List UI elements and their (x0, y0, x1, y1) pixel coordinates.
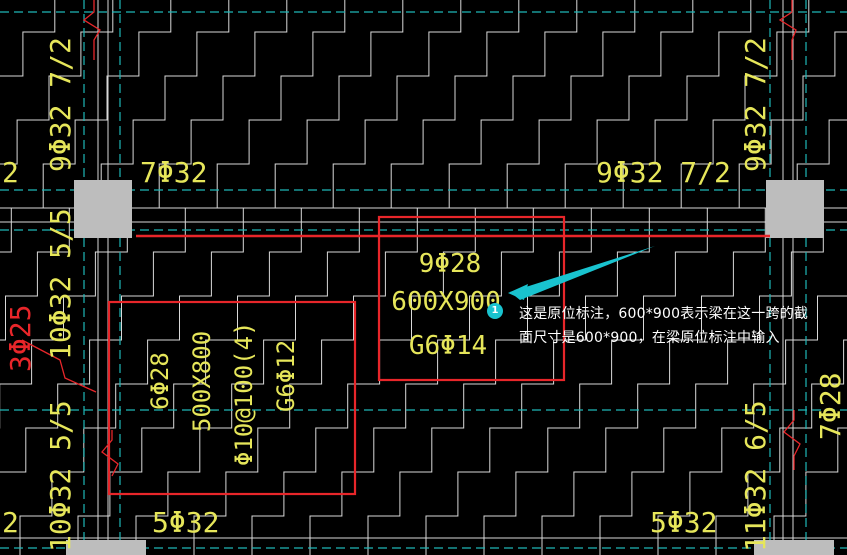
hatch-stair-line (0, 0, 230, 341)
hatch-stair-line (657, 295, 847, 555)
break-lines (21, 0, 801, 477)
beam-left-section: 500X800 (188, 331, 216, 432)
label-col-left-red: 3Φ25 (4, 305, 37, 372)
hatch-stair-line (0, 0, 288, 429)
column-left[interactable] (74, 180, 132, 238)
label-col-left-mid: 10Φ32 5/5 (44, 208, 77, 360)
beam-label-box-left[interactable] (107, 300, 357, 496)
hatch-stair-line (425, 0, 810, 555)
hatch-stair-line (251, 0, 636, 555)
annotation-callout: 这是原位标注，600*900表示梁在这一跨的截 面尺寸是600*900，在梁原位… (519, 302, 839, 350)
callout-arrowhead (508, 284, 528, 300)
hatch-stair-line (0, 0, 56, 77)
hatch-stair-line (773, 427, 847, 555)
label-col-left-bot: 10Φ32 5/5 (44, 400, 77, 552)
label-top-right-rebar: 9Φ32 7/2 (596, 156, 731, 189)
hatch-stair-line (715, 339, 847, 555)
beam-label-box-center[interactable] (377, 215, 566, 382)
rebar-labels: 2 7Φ32 9Φ32 7/2 2 5Φ32 5Φ32 9Φ32 7/2 9Φ3… (2, 37, 847, 552)
label-bottom-left-rebar: 5Φ32 (152, 506, 219, 539)
beam-left-top-rebar: 6Φ28 (146, 352, 174, 410)
beam-left-side-rebar: G6Φ12 (272, 340, 300, 412)
label-top-left-rebar: 7Φ32 (140, 156, 207, 189)
column-bottom-left[interactable] (66, 540, 146, 555)
annotation-line-2: 面尺寸是600*900，在梁原位标注中输入 (519, 330, 780, 346)
label-col-left-top: 9Φ32 7/2 (44, 37, 77, 172)
label-col-right-bot: 11Φ32 6/5 (739, 400, 772, 552)
beam-center-top-rebar: 9Φ28 (419, 249, 482, 279)
hatch-stair-line (541, 119, 847, 555)
hatch-stair-line (0, 0, 172, 253)
beam-center-side-rebar: G6Φ14 (409, 331, 487, 361)
column-bottom-right[interactable] (754, 540, 834, 555)
beam-box-center-text: 9Φ28 600X900 G6Φ14 (391, 249, 501, 361)
beam-box-left-text: 6Φ28 500X800 Φ10@100(4) G6Φ12 (146, 322, 300, 467)
hatch-stair-line (193, 0, 578, 555)
hatch-stair-line (135, 0, 520, 555)
label-bottom-right-rebar: 5Φ32 (650, 506, 717, 539)
hatch-stair-line (0, 0, 114, 165)
hatch-stair-line (77, 0, 462, 555)
hatch-stair-line (0, 0, 346, 473)
column-right[interactable] (766, 180, 824, 238)
callout-arrow (510, 246, 655, 300)
label-left-cut: 2 (2, 156, 19, 189)
hatch-stair-line (599, 207, 847, 555)
label-col-right-far: 7Φ28 (814, 373, 847, 440)
hatch-stair-line (309, 0, 694, 555)
hatch-stair-line (367, 0, 752, 555)
hatch-stair-line (483, 31, 847, 555)
label-col-right-top: 9Φ32 7/2 (739, 37, 772, 172)
beam-center-section: 600X900 (391, 287, 501, 317)
label-bottom-left-cut: 2 (2, 506, 19, 539)
annotation-line-1: 这是原位标注，600*900表示梁在这一跨的截 (519, 306, 809, 322)
step-badge: 1 (487, 303, 503, 319)
beam-left-stirrup: Φ10@100(4) (230, 322, 258, 467)
